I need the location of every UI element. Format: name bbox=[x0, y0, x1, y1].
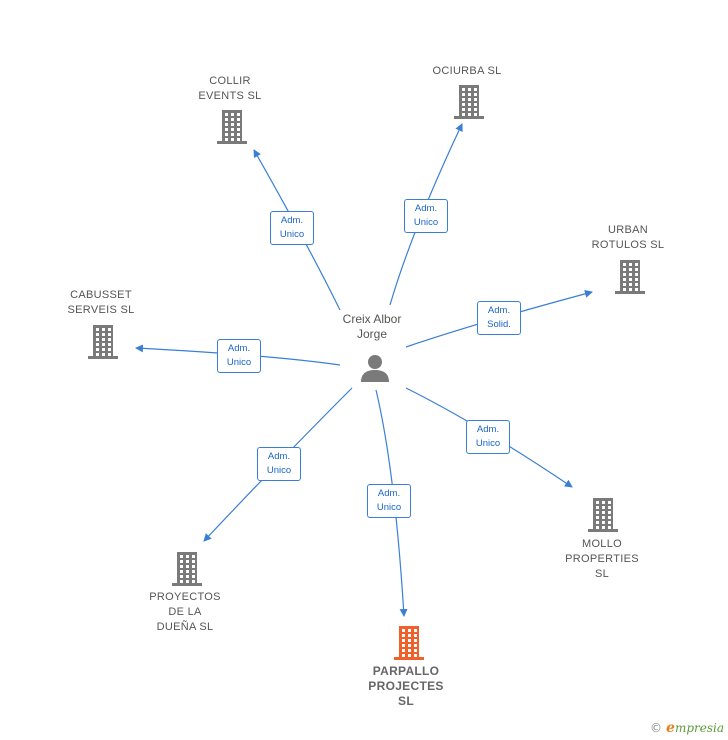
building-icon bbox=[454, 85, 484, 119]
company-name-collir[interactable]: COLLIR EVENTS SL bbox=[198, 75, 262, 102]
company-name-cabusset[interactable]: CABUSSET SERVEIS SL bbox=[67, 289, 135, 316]
relation-label-parpallo: Adm. Unico bbox=[367, 484, 411, 518]
relation-label-ociurba: Adm. Unico bbox=[404, 199, 448, 233]
relation-label-cabusset: Adm. Unico bbox=[217, 339, 261, 373]
building-icon bbox=[615, 260, 645, 294]
brand-name: mpresia bbox=[674, 721, 724, 735]
empresia-brand[interactable]: ©empresia bbox=[650, 720, 724, 736]
relation-label-proyectos: Adm. Unico bbox=[257, 447, 301, 481]
company-name-parpallo[interactable]: PARPALLO PROJECTES SL bbox=[368, 664, 444, 708]
company-name-mollo[interactable]: MOLLO PROPERTIES SL bbox=[565, 538, 639, 580]
company-name-ociurba[interactable]: OCIURBA SL bbox=[432, 65, 502, 77]
center-person-name[interactable]: Creix Albor Jorge bbox=[342, 312, 402, 341]
relation-label-collir: Adm. Unico bbox=[270, 211, 314, 245]
brand-initial: e bbox=[666, 720, 675, 736]
building-icon bbox=[588, 498, 618, 532]
company-name-proyectos[interactable]: PROYECTOS DE LA DUEÑA SL bbox=[149, 591, 221, 633]
relation-label-mollo: Adm. Unico bbox=[466, 420, 510, 454]
person-icon bbox=[361, 355, 389, 382]
relation-label-urban: Adm. Solid. bbox=[477, 301, 521, 335]
building-icon bbox=[88, 325, 118, 359]
copyright-symbol: © bbox=[650, 721, 663, 735]
building-icon bbox=[394, 626, 424, 660]
company-name-urban[interactable]: URBAN ROTULOS SL bbox=[591, 224, 665, 251]
building-icon bbox=[217, 110, 247, 144]
building-icon bbox=[172, 552, 202, 586]
